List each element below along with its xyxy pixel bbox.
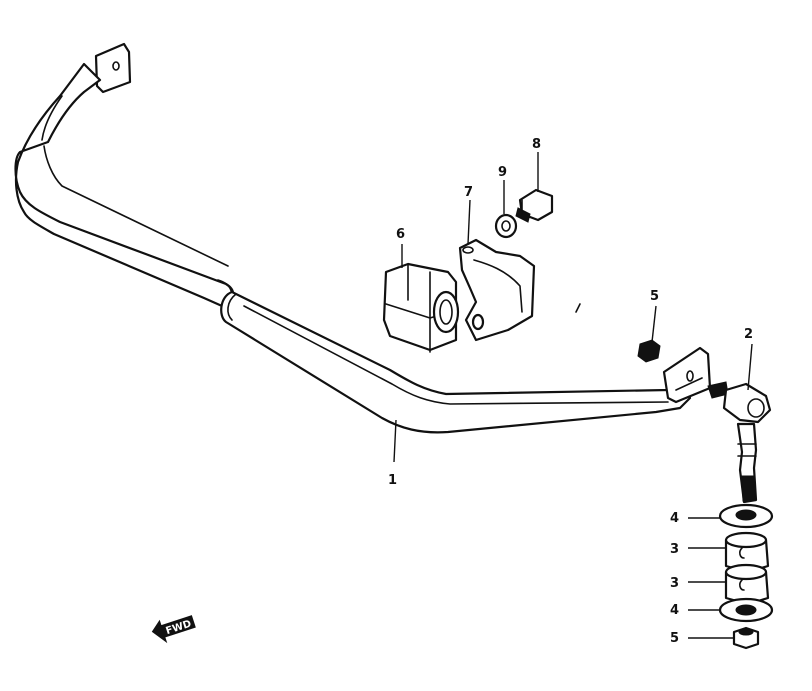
callout-3-upper: 3 bbox=[670, 542, 679, 557]
callout-4-upper: 4 bbox=[670, 511, 679, 526]
callout-4-lower: 4 bbox=[670, 603, 679, 618]
callout-2: 2 bbox=[744, 327, 753, 342]
bolt bbox=[515, 188, 554, 223]
callout-1: 1 bbox=[388, 473, 397, 488]
leader-lines bbox=[393, 152, 753, 639]
washer-upper bbox=[718, 503, 774, 529]
callout-5-bottom: 5 bbox=[670, 631, 679, 646]
mount-bracket bbox=[458, 238, 536, 342]
dash-mark bbox=[575, 303, 581, 313]
nut-top bbox=[637, 339, 661, 363]
callout-6: 6 bbox=[396, 227, 405, 242]
stabilizer-bar bbox=[14, 42, 712, 434]
washer-lower bbox=[718, 597, 774, 623]
callout-8: 8 bbox=[532, 137, 541, 152]
bushing-lower bbox=[724, 563, 770, 606]
mount-bushing bbox=[382, 262, 460, 353]
callout-9: 9 bbox=[498, 165, 507, 180]
stabilizer-link bbox=[707, 381, 772, 504]
bushing-upper bbox=[724, 531, 770, 574]
callout-5-top: 5 bbox=[650, 289, 659, 304]
small-washer bbox=[494, 213, 518, 239]
callout-7: 7 bbox=[464, 185, 473, 200]
nut-bottom bbox=[732, 626, 760, 650]
forward-direction-mark: FWD bbox=[151, 615, 196, 644]
callout-3-lower: 3 bbox=[670, 576, 679, 591]
forward-label: FWD bbox=[165, 619, 193, 638]
